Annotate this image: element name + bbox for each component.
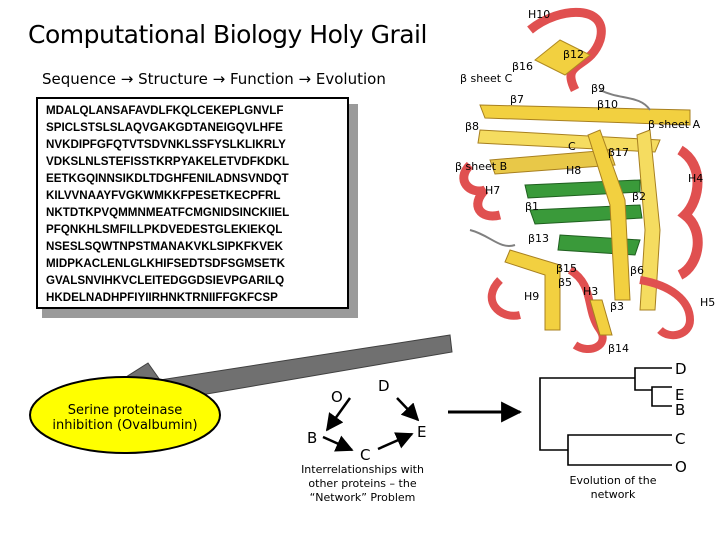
pipeline-subtitle: Sequence → Structure → Function → Evolut…	[42, 70, 386, 88]
structure-label: β16	[512, 60, 534, 73]
strand-ribbon	[636, 129, 661, 311]
network-node-e: E	[417, 423, 427, 441]
tree-branch	[634, 367, 672, 378]
structure-label: β sheet A	[648, 118, 701, 131]
structure-label: β1	[525, 200, 540, 213]
tree-leaf: B	[675, 401, 686, 419]
structure-label: β5	[558, 276, 573, 289]
strand-ribbon	[534, 39, 591, 76]
tree-branch	[539, 413, 568, 451]
sequence-line: KILVVNAAYFVGKWMKKFPESETKECPFRL	[46, 189, 281, 202]
strand-ribbon	[589, 299, 613, 336]
structure-label: β sheet C	[460, 72, 513, 85]
strand-ribbon	[489, 149, 616, 175]
structure-label: β17	[608, 146, 630, 159]
helix-ribbon	[639, 276, 695, 340]
structure-label: H10	[528, 8, 551, 21]
helix-ribbon	[677, 145, 703, 280]
structure-label: β sheet B	[455, 160, 508, 173]
phylogenetic-tree	[539, 367, 672, 466]
network-node-b: B	[307, 429, 318, 447]
structure-label: β8	[465, 120, 480, 133]
tree-leaf: E	[675, 386, 685, 404]
tree-branch	[651, 386, 672, 390]
structure-label: H7	[485, 184, 501, 197]
network-node-d: D	[378, 377, 390, 395]
strand-ribbon	[587, 129, 631, 301]
structure-label: H3	[583, 285, 599, 298]
strand-ribbon	[504, 249, 561, 331]
structure-label: β15	[556, 262, 578, 275]
network-edge-o-b	[325, 397, 352, 432]
structure-label: H9	[524, 290, 540, 303]
tree-caption: Evolution of the network	[569, 474, 657, 501]
function-label: Serine proteinase inhibition (Ovalbumin)	[52, 403, 198, 433]
tree-branch	[567, 434, 672, 450]
structure-label: β7	[510, 93, 525, 106]
tree-branch	[539, 377, 635, 413]
structure-label: β3	[610, 300, 625, 313]
structure-label: β2	[632, 190, 647, 203]
structure-label: H5	[700, 296, 716, 309]
network-edge-b-c	[322, 435, 354, 452]
loop-ribbon	[599, 89, 651, 111]
sequence-line: PFQNKHLSMFILLPKDVEDESTGLEKIEKQL	[46, 223, 283, 236]
helix-ribbon	[459, 161, 502, 221]
tree-leaf: C	[675, 430, 686, 448]
tree-leaf: O	[675, 458, 687, 476]
loop-ribbon	[469, 229, 516, 247]
sequence-line: NKTDTKPVQMMNMEATFCMGNIDSINCKIIEL	[46, 206, 290, 219]
network-node-c: C	[360, 446, 371, 464]
structure-label: β12	[563, 48, 585, 61]
tree-branch	[634, 378, 652, 391]
sequence-line: SPICLSTSLSLAQVGAKGDTANEIGQVLHFE	[46, 121, 283, 134]
helix-ribbon	[487, 277, 521, 320]
structure-label: β13	[528, 232, 550, 245]
protein-structure-image	[459, 7, 703, 353]
sequence-line: NVKDIPFGFQTVTSDVNKLSSFYSLKLIKRLY	[46, 138, 286, 151]
structure-label: β6	[630, 264, 645, 277]
slide-title: Computational Biology Holy Grail	[28, 20, 427, 49]
sequence-line: VDKSLNLSTEFISSTKRPYAKELETVDFKDKL	[46, 155, 290, 168]
sequence-line: GVALSNVIHKVCLEITEDGGDSIEVPGARILQ	[46, 274, 285, 287]
network-edge-c-e	[377, 432, 414, 451]
network-caption: Interrelationships with other proteins –…	[301, 463, 424, 504]
sequence-box: MDALQLANSAFAVDLFKQLCEKEPLGNVLF SPICLSTSL…	[36, 97, 349, 309]
helix-ribbon	[527, 7, 606, 93]
sequence-line: NSESLSQWTNPSTMANAKVKLSIPKFKVEK	[46, 240, 284, 253]
structure-label: β9	[591, 82, 606, 95]
network-node-o: O	[331, 388, 343, 406]
structure-label: β14	[608, 342, 630, 355]
structure-label: H4	[688, 172, 704, 185]
sequence-line: EETKGQINNSIKDLTDGHFENILADNSVNDQT	[46, 172, 289, 185]
structure-label: H8	[566, 164, 582, 177]
tree-leaf: D	[675, 360, 687, 378]
function-ellipse	[29, 376, 221, 454]
sequence-line: MDALQLANSAFAVDLFKQLCEKEPLGNVLF	[46, 104, 284, 117]
network-edge-d-e	[396, 397, 420, 422]
tree-branch	[651, 390, 672, 407]
sequence-line: MIDPKACLENLGLKHIFSEDTSDFSGMSETK	[46, 257, 285, 270]
strand-ribbon	[479, 104, 691, 126]
structure-label: β10	[597, 98, 619, 111]
sequence-line: HKDELNADHPFIYIIRHNKTRNIIFFGKFCSP	[46, 291, 278, 304]
tree-branch	[567, 450, 672, 466]
structure-label: C	[568, 140, 576, 153]
